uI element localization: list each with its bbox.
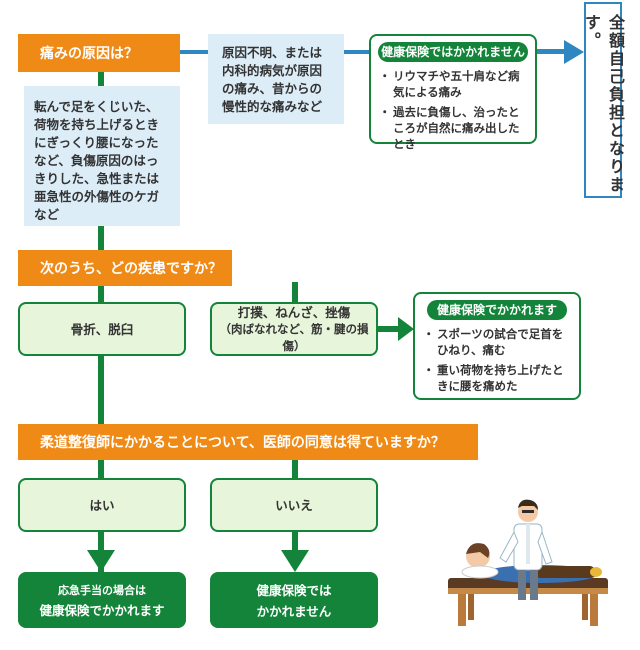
not-covered-box: 健康保険ではかかれません リウマチや五十肩など病気による痛み 過去に負傷し、治っ… <box>369 34 537 151</box>
arrow-right-icon <box>564 40 584 64</box>
result-not-covered-line2: かかれません <box>256 604 332 619</box>
option-bruise: 打撲、ねんざ、挫傷 （肉ばなれなど、筋・腱の損傷） <box>210 302 378 356</box>
result-full-payment-box: 全額自己負担となります。 <box>582 2 625 198</box>
result-full-payment-text: 全額自己負担となります。 <box>582 14 625 194</box>
arrow-right-icon <box>398 317 414 341</box>
answer-yes-label: はい <box>89 497 115 513</box>
covered-header: 健康保険でかかれます <box>427 300 567 320</box>
covered-list: スポーツの試合で足首をひねり、痛む 重い荷物を持ち上げたときに腰を痛めた <box>415 326 579 394</box>
treatment-illustration <box>448 499 608 626</box>
arrow-down-icon <box>281 550 309 572</box>
covered-box: 健康保険でかかれます スポーツの試合で足首をひねり、痛む 重い荷物を持ち上げたと… <box>413 292 581 400</box>
result-not-covered-line1: 健康保険では <box>256 583 332 598</box>
acute-injury-text: 転んで足をくじいた、荷物を持ち上げるときにぎっくり腰になったなど、負傷原因のはっ… <box>34 99 160 222</box>
answer-no-label: いいえ <box>275 497 313 513</box>
question-pain-cause-label: 痛みの原因は？ <box>40 46 138 62</box>
list-item: 重い荷物を持ち上げたときに腰を痛めた <box>423 362 571 394</box>
list-item: スポーツの試合で足首をひねり、痛む <box>423 326 571 358</box>
flow-line-chronic-notcovered <box>344 50 370 54</box>
flow-line-opt2-covered <box>376 326 402 332</box>
flow-line-q3-no <box>292 458 298 478</box>
option-bruise-label: 打撲、ねんざ、挫傷 <box>237 304 351 320</box>
option-fracture-label: 骨折、脱臼 <box>70 321 134 337</box>
option-fracture: 骨折、脱臼 <box>18 302 186 356</box>
not-covered-header: 健康保険ではかかれません <box>378 42 528 62</box>
flow-line-no-result <box>292 530 298 556</box>
arrow-down-icon <box>87 550 115 572</box>
option-bruise-sublabel: （肉ばなれなど、筋・腱の損傷） <box>219 321 369 353</box>
result-emergency-line2: 健康保険でかかれます <box>39 602 165 618</box>
flow-line-notcovered-result <box>536 49 568 54</box>
question-condition: 次のうち、どの疾患ですか？ <box>18 250 232 286</box>
question-pain-cause: 痛みの原因は？ <box>18 34 180 72</box>
result-not-covered: 健康保険では かかれません <box>210 572 378 628</box>
question-doctor-consent-label: 柔道整復師にかかることについて、医師の同意は得ていますか？ <box>40 435 445 451</box>
not-covered-list: リウマチや五十肩など病気による痛み 過去に負傷し、治ったところが自然に痛み出した… <box>371 68 535 152</box>
result-emergency-line1: 応急手当の場合は <box>58 583 146 597</box>
answer-yes: はい <box>18 478 186 532</box>
chronic-pain-box: 原因不明、または内科的病気が原因の痛み、昔からの慢性的な痛みなど <box>208 34 344 124</box>
list-item: リウマチや五十肩など病気による痛み <box>379 68 527 100</box>
question-doctor-consent: 柔道整復師にかかることについて、医師の同意は得ていますか？ <box>18 424 478 460</box>
flow-line-q1-chronic <box>180 50 210 54</box>
flow-line-q2-opt2 <box>292 282 298 304</box>
result-emergency-covered: 応急手当の場合は 健康保険でかかれます <box>18 572 186 628</box>
chronic-pain-text: 原因不明、または内科的病気が原因の痛み、昔からの慢性的な痛みなど <box>222 45 323 114</box>
question-condition-label: 次のうち、どの疾患ですか？ <box>40 261 222 277</box>
acute-injury-box: 転んで足をくじいた、荷物を持ち上げるときにぎっくり腰になったなど、負傷原因のはっ… <box>24 86 180 226</box>
answer-no: いいえ <box>210 478 378 532</box>
list-item: 過去に負傷し、治ったところが自然に痛み出したとき <box>379 104 527 152</box>
